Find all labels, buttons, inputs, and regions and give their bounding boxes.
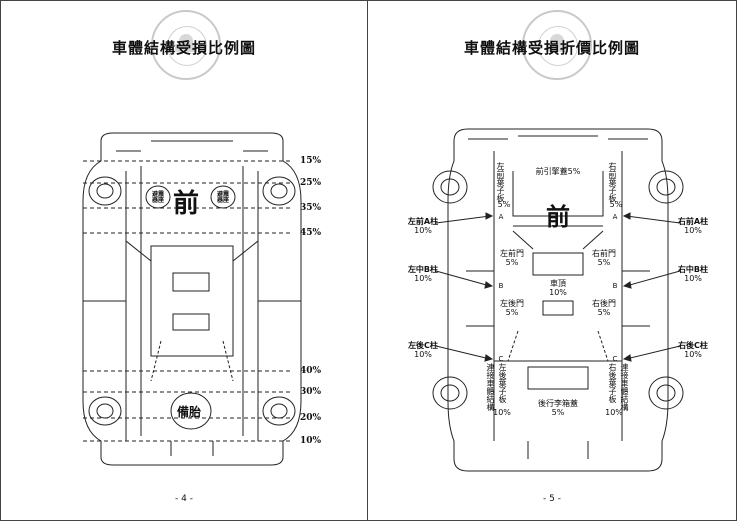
spare-tire-label: 備胎 bbox=[177, 405, 202, 419]
left-rear-structure-label: 連接車體結構 bbox=[486, 363, 495, 411]
page-title: 車體結構受損折價比例圖 bbox=[463, 39, 640, 57]
left-front-fender-label: 左前葉子板 bbox=[496, 162, 505, 202]
left-front-fender-pct: 5% bbox=[497, 200, 511, 209]
front-label: 前 bbox=[546, 202, 570, 231]
right-rear-structure-label: 連接車體結構 bbox=[620, 363, 629, 411]
pillar-a-right-marker: A bbox=[612, 213, 618, 221]
damage-percent-30: 30% bbox=[300, 387, 322, 397]
page-4: 車體結構受損比例圖 bbox=[0, 0, 368, 521]
hood-label: 前引擎蓋5% bbox=[535, 167, 581, 176]
pillar-b-left-marker: B bbox=[498, 282, 504, 290]
page-number: - 5 - bbox=[543, 494, 561, 504]
union-seal-watermark bbox=[151, 10, 221, 80]
shock-mount-left-label: 避震 器座 bbox=[151, 191, 164, 204]
left-rear-pct: 10% bbox=[493, 408, 511, 417]
pillar-c-left-marker: C bbox=[498, 355, 504, 363]
page-number: - 4 - bbox=[175, 494, 193, 504]
right-rear-fender-label: 右後葉子板 bbox=[608, 363, 617, 403]
damage-percent-35: 35% bbox=[300, 203, 322, 213]
car-structure-diagram bbox=[82, 132, 302, 466]
right-rear-pct: 10% bbox=[605, 408, 623, 417]
pillar-c-right-marker: C bbox=[612, 355, 618, 363]
page-title: 車體結構受損比例圖 bbox=[111, 39, 256, 57]
right-front-fender-label: 右前葉子板 bbox=[608, 162, 617, 202]
damage-percent-20: 20% bbox=[300, 413, 322, 423]
right-front-fender-pct: 5% bbox=[609, 200, 623, 209]
damage-percent-15: 15% bbox=[300, 156, 322, 166]
page-5: 車體結構受損折價比例圖 bbox=[368, 0, 737, 521]
pillar-b-right-marker: B bbox=[612, 282, 618, 290]
pillar-a-left-marker: A bbox=[498, 213, 504, 221]
front-label: 前 bbox=[173, 189, 200, 219]
car-depreciation-diagram bbox=[432, 128, 684, 472]
damage-percent-25: 25% bbox=[300, 178, 322, 188]
damage-percent-45: 45% bbox=[300, 228, 322, 238]
damage-percent-40: 40% bbox=[300, 366, 322, 376]
shock-mount-right-label: 避震 器座 bbox=[216, 191, 229, 204]
union-seal-watermark bbox=[522, 10, 592, 80]
left-rear-fender-label: 左後葉子板 bbox=[498, 363, 507, 403]
damage-percent-10: 10% bbox=[300, 436, 322, 446]
